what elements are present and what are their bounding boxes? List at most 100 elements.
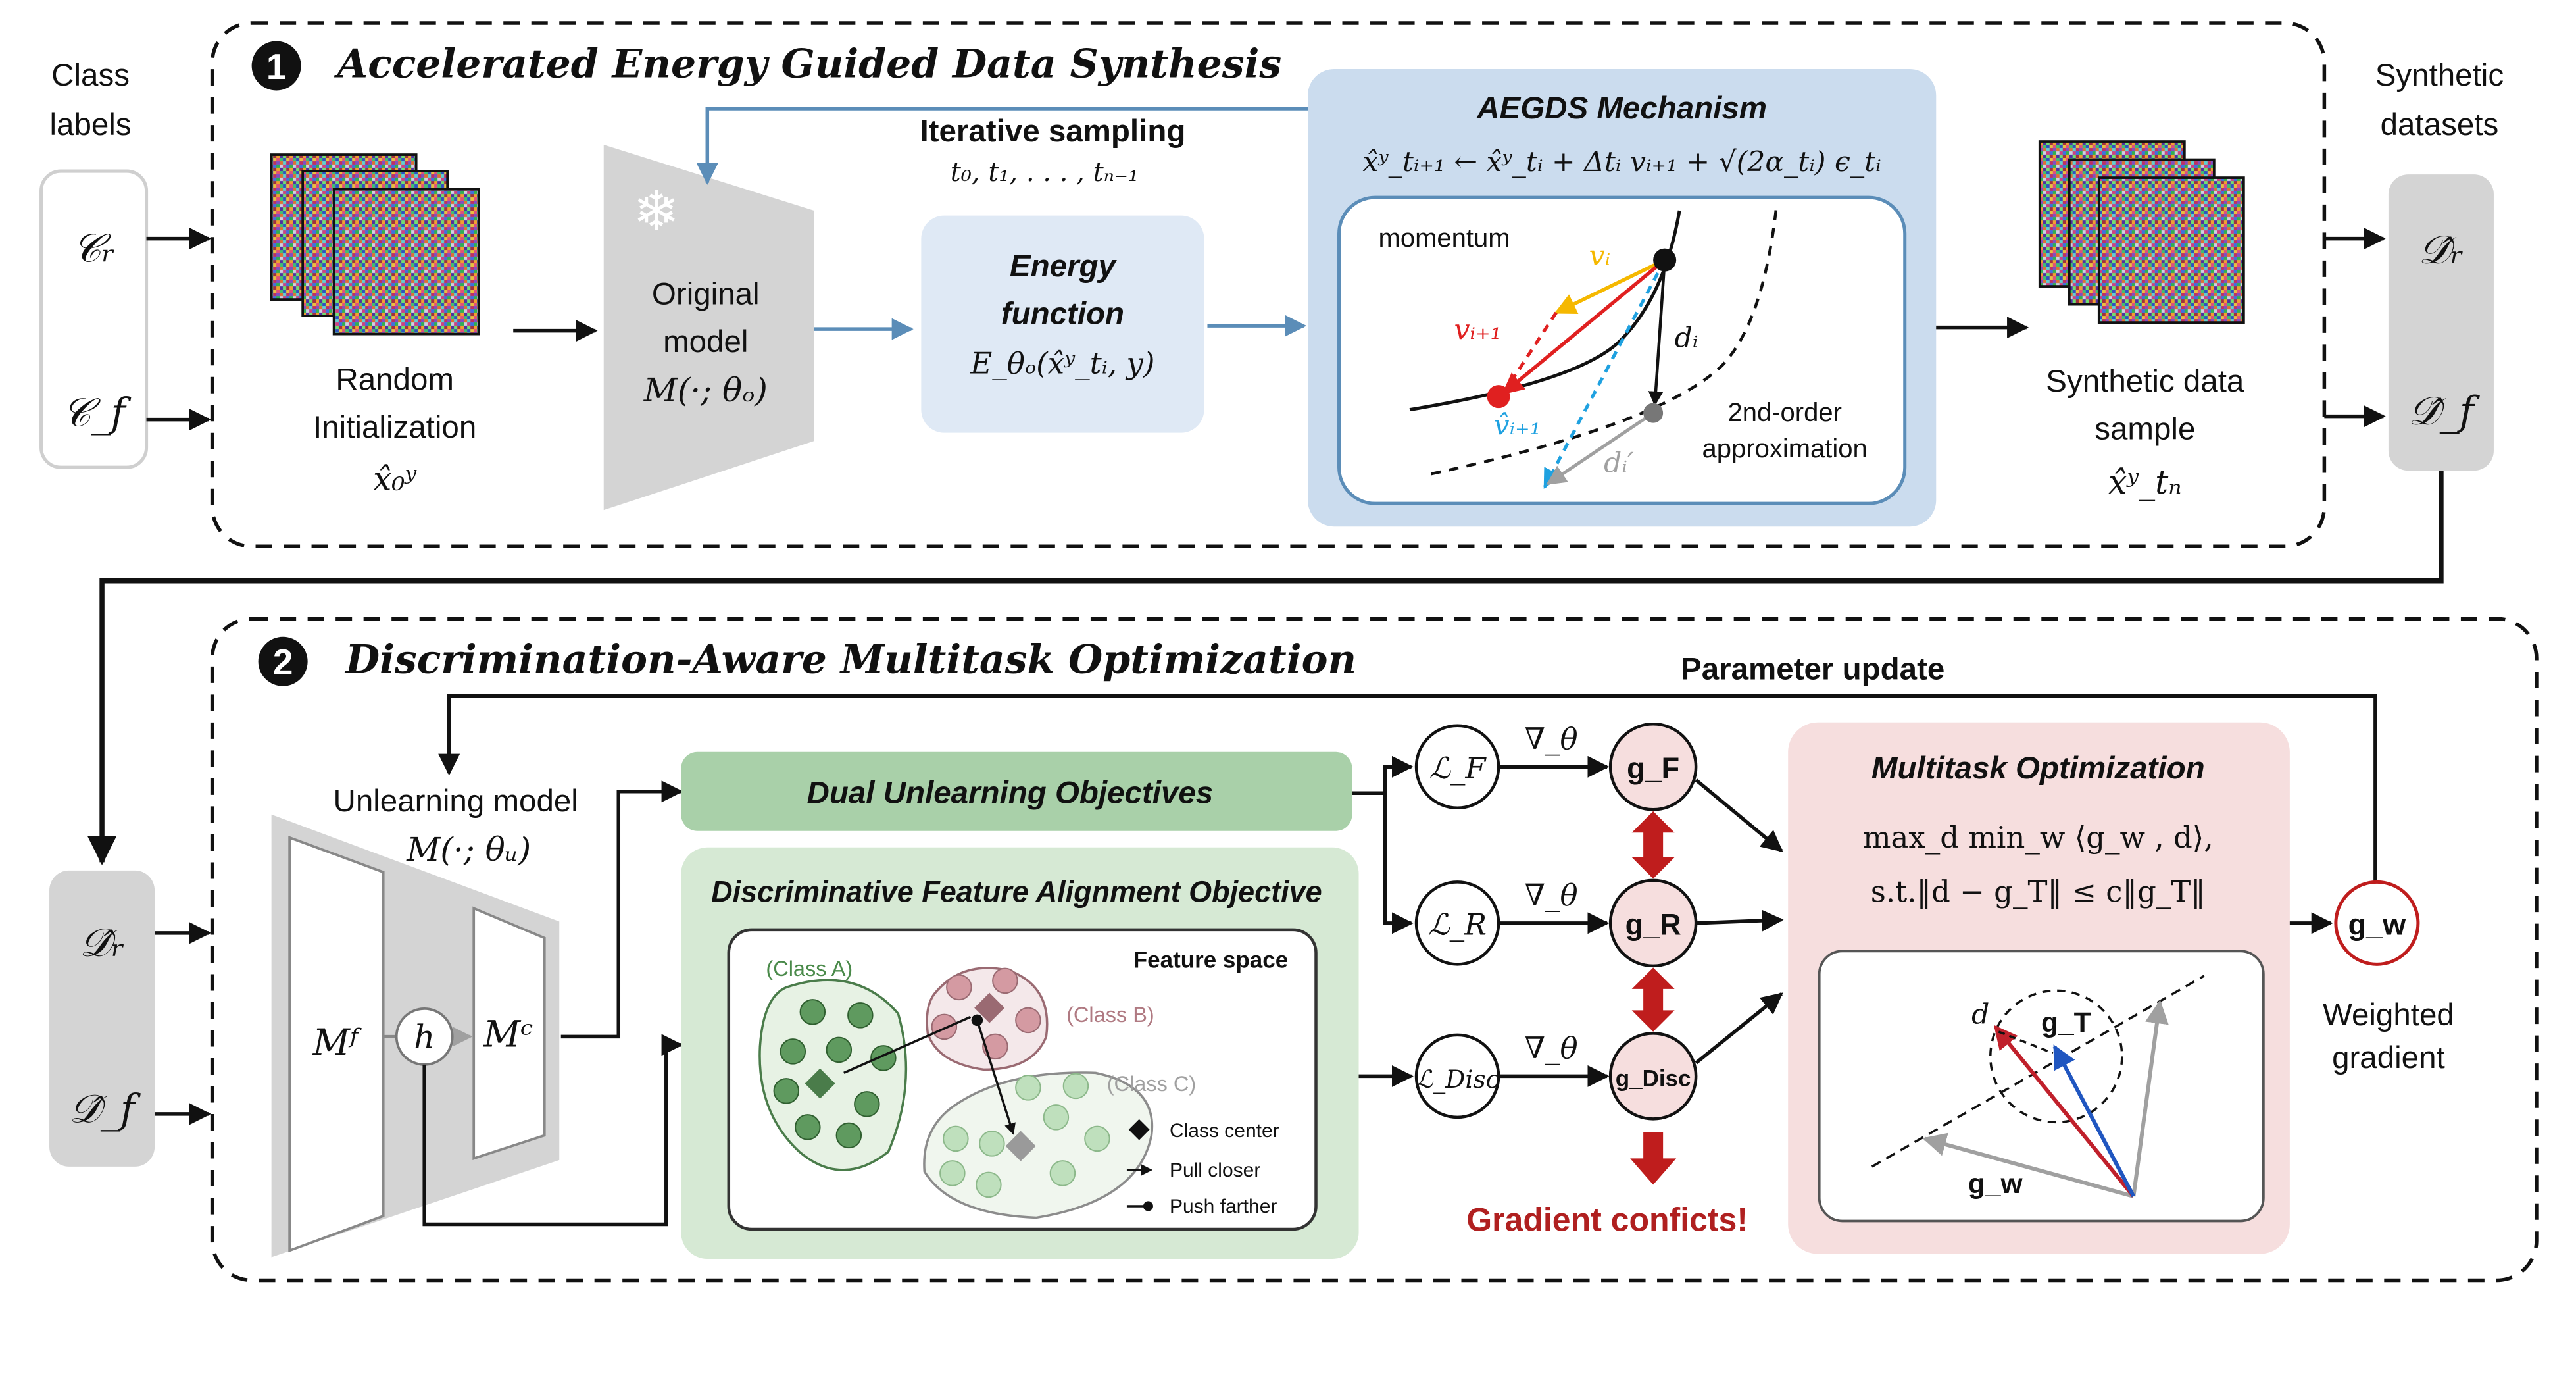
- stage2-number-badge: [258, 636, 308, 686]
- stage2-panel: [210, 617, 2539, 1283]
- original-model-shape: [603, 145, 814, 511]
- class-c-label: (Class C): [1107, 1072, 1196, 1096]
- grad-op-r: ∇_θ: [1525, 877, 1578, 912]
- grad-disc-node: [1608, 1032, 1698, 1121]
- mto-vector-gray-up: [2131, 1000, 2169, 1197]
- encoder-mf: [288, 836, 385, 1253]
- arrow-mc-to-dual: [560, 780, 683, 1039]
- synthetic-sample-label-2: sample: [2094, 412, 2195, 447]
- energy-function-label-1: Energy: [1010, 249, 1118, 284]
- unlearning-model-label: Unlearning model: [334, 784, 578, 819]
- class-labels-box: [39, 169, 149, 469]
- stage2-number: 2: [273, 642, 293, 682]
- grad-f-label: g_F: [1627, 751, 1679, 785]
- aegds-plot-area: [1337, 195, 1907, 505]
- loss-disc-label: ℒ_Disc: [1416, 1065, 1500, 1094]
- random-init-label-1: Random: [335, 363, 454, 397]
- mto-gt-label: g_T: [2041, 1007, 2091, 1038]
- push-arrow-c: [976, 1019, 1016, 1135]
- class-label-cr: 𝒞ᵣ: [72, 226, 115, 272]
- dataset-df-left: 𝒟̂_f: [69, 1086, 141, 1132]
- vector-vhat-i1: [1543, 259, 1666, 489]
- legend-push-label: Push farther: [1170, 1196, 1277, 1217]
- class-labels-title-1: Class: [51, 58, 130, 93]
- synthetic-datasets-title-1: Synthetic: [2375, 58, 2504, 93]
- push-dot: [971, 1014, 983, 1027]
- d-i-prime-label: dᵢ′: [1604, 447, 1634, 480]
- class-b-center: [974, 992, 1005, 1023]
- synthetic-sample-label-1: Synthetic data: [2046, 364, 2244, 399]
- point-approx: [1643, 403, 1664, 423]
- arrow-stage-connector: [87, 471, 2444, 865]
- momentum-label: momentum: [1379, 224, 1510, 253]
- class-b-points: [931, 967, 1041, 1060]
- class-c-points: [939, 1073, 1110, 1198]
- random-init-images: [270, 153, 480, 336]
- mto-vector-d: [1993, 1025, 2135, 1198]
- stage1-number: 1: [266, 46, 287, 87]
- weighted-gradient-node: [2334, 880, 2420, 966]
- loss-r-label: ℒ_R: [1428, 907, 1487, 942]
- feature-h-label: h: [414, 1018, 435, 1056]
- class-a-center: [805, 1068, 835, 1099]
- stage1-panel: [210, 21, 2327, 548]
- dfa-objective-title: Discriminative Feature Alignment Objecti…: [711, 875, 1322, 908]
- stage1-number-badge: [251, 41, 301, 91]
- energy-function-label-2: function: [1001, 297, 1124, 332]
- class-a-label: (Class A): [766, 957, 853, 980]
- multitask-formula-2: s.t.‖d − g_T‖ ≤ c‖g_T‖: [1871, 874, 2206, 909]
- weighted-gradient-label-1: Weighted: [2323, 998, 2454, 1032]
- encoder-mf-label: Mᶠ: [312, 1021, 362, 1063]
- dataset-df-top: 𝒟̂_f: [2408, 388, 2481, 434]
- dual-objectives-title: Dual Unlearning Objectives: [807, 775, 1214, 810]
- arrow-gdisc-to-mto: [1695, 992, 1783, 1065]
- vector-v-i: [1554, 258, 1666, 315]
- synthetic-sample-images: [2038, 140, 2245, 324]
- synthetic-sample-formula: x̂ʸ_tₙ: [2108, 463, 2181, 501]
- legend-push-dot: [1143, 1201, 1153, 1211]
- vector-v-i1-dashed: [1502, 311, 1558, 395]
- arrow-parameter-update: [438, 694, 2377, 894]
- grad-r-label: g_R: [1625, 907, 1681, 941]
- vector-v-i1: [1502, 258, 1666, 395]
- iterative-sampling-title: Iterative sampling: [920, 114, 1185, 149]
- vector-d-i-prime: [1546, 411, 1654, 486]
- d-i-label: dᵢ: [1675, 322, 1698, 355]
- mto-constraint-circle: [1989, 989, 2123, 1124]
- grad-op-f: ∇_θ: [1525, 721, 1578, 756]
- grad-f-node: [1608, 723, 1698, 811]
- classifier-mc: [472, 906, 546, 1161]
- synthetic-datasets-box: [2388, 174, 2494, 471]
- pull-arrow-a: [843, 1015, 972, 1074]
- random-init-formula: x̂₀ʸ: [373, 460, 417, 498]
- arrow-dual-to-losses: [1352, 755, 1414, 796]
- dataset-dr-top: 𝒟̂ᵣ: [2419, 227, 2464, 273]
- random-init-label-2: Initialization: [313, 410, 476, 445]
- weighted-gradient-label-2: gradient: [2332, 1040, 2445, 1075]
- arrow-iterative-feedback: [696, 107, 1308, 185]
- point-next: [1487, 385, 1510, 409]
- dataset-dr-left: 𝒟̂ᵣ: [80, 920, 125, 966]
- legend-center-label: Class center: [1170, 1120, 1279, 1142]
- legend-pull-label: Pull closer: [1170, 1159, 1260, 1181]
- arrow-gf-to-mto: [1695, 778, 1783, 852]
- snowflake-icon: ❄: [633, 180, 680, 243]
- class-c-center: [1005, 1131, 1036, 1161]
- class-label-cf: 𝒞_f: [62, 390, 132, 436]
- mto-vector-d-gt: [1998, 1030, 2054, 1055]
- mto-vector-gt: [2052, 1044, 2135, 1198]
- datasets-box-left: [49, 870, 155, 1167]
- original-model-label-1: Original: [652, 277, 760, 312]
- multitask-optimization-title: Multitask Optimization: [1871, 751, 2205, 786]
- aegds-mechanism-title: AEGDS Mechanism: [1476, 91, 1767, 126]
- iterative-sampling-formula: t₀, t₁, . . . , tₙ₋₁: [951, 157, 1139, 188]
- parameter-update-label: Parameter update: [1681, 652, 1944, 687]
- loss-f-label: ℒ_F: [1429, 751, 1487, 786]
- unlearning-model-formula: M(·; θᵤ): [406, 830, 531, 869]
- mto-gw-label: g_w: [1968, 1169, 2023, 1200]
- class-labels-title-2: labels: [50, 107, 132, 142]
- original-model-label-2: model: [663, 324, 748, 359]
- multitask-formula-1: max_d min_w ⟨g_w , d⟩,: [1863, 820, 2214, 855]
- vhat-i1-label: v̂ᵢ₊₁: [1494, 409, 1541, 442]
- energy-function-formula: E_θₒ(x̂ʸ_tᵢ, y): [970, 346, 1154, 381]
